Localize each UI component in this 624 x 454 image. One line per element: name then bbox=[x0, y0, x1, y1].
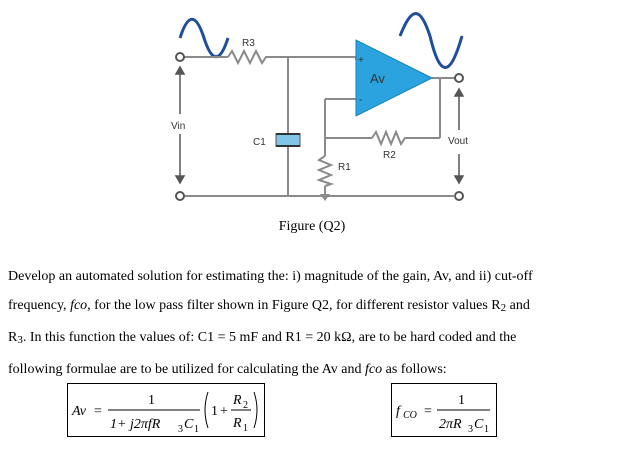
av-numerator: 1 bbox=[148, 393, 155, 408]
para-line-2-c: for the low pass filter shown in Figure … bbox=[90, 298, 501, 313]
input-terminal-bottom bbox=[175, 191, 185, 201]
fco-lhs: f bbox=[396, 404, 402, 419]
wires bbox=[183, 56, 457, 197]
para-line-2-fco: fco, bbox=[70, 298, 91, 313]
av-r2: R bbox=[232, 393, 242, 408]
av-one: 1 bbox=[211, 404, 218, 419]
fco-denominator: 2πR bbox=[439, 417, 462, 432]
para-line-2-sub: 2 bbox=[500, 302, 507, 314]
output-terminal-bottom bbox=[454, 191, 464, 201]
fco-numerator: 1 bbox=[458, 393, 465, 408]
av-denominator: 1+ j2πfR bbox=[110, 417, 161, 432]
av-formula-box: Av = 1 1+ j2πfR 3 C 1 1 + R 2 R 1 bbox=[67, 383, 265, 437]
opamp-label: Av bbox=[370, 71, 385, 86]
para-line-2-e: and bbox=[506, 298, 530, 313]
fco-formula-box: f CO = 1 2πR 3 C 1 bbox=[391, 383, 497, 437]
av-lhs: Av bbox=[71, 404, 87, 419]
av-r1: R bbox=[232, 416, 242, 431]
para-line-3-c: . In this function the values of: C1 = 5… bbox=[22, 330, 517, 345]
av-formula: Av = 1 1+ j2πfR 3 C 1 1 + R 2 R 1 bbox=[71, 391, 258, 435]
para-line-3-sub: 3 bbox=[17, 334, 23, 346]
opamp-plus-label: + bbox=[358, 55, 364, 66]
r2-resistor bbox=[371, 129, 408, 147]
circuit-diagram: R3 C1 R1 R2 Vin Vout Av + - bbox=[171, 12, 468, 201]
vin-label: Vin bbox=[171, 121, 185, 132]
para-line-4: following formulae are to be utilized fo… bbox=[8, 355, 620, 384]
fco-den-sub2: 1 bbox=[484, 424, 489, 435]
av-r1-sub: 1 bbox=[243, 423, 248, 434]
vin-arrow-icon bbox=[174, 65, 186, 185]
para-line-1: Develop an automated solution for estima… bbox=[8, 269, 533, 284]
input-terminal-top bbox=[175, 52, 185, 62]
r3-label: R3 bbox=[242, 38, 255, 49]
vout-label: Vout bbox=[448, 136, 468, 147]
output-terminal-top bbox=[454, 73, 464, 83]
av-r2-sub: 2 bbox=[243, 400, 248, 411]
opamp-triangle bbox=[355, 39, 434, 117]
av-den-sub2: 1 bbox=[194, 424, 199, 435]
figure-caption: Figure (Q2) bbox=[278, 219, 346, 234]
av-eq: = bbox=[94, 404, 102, 419]
para-line-3-a: R bbox=[8, 330, 18, 345]
para-line-4-a: following formulae are to be utilized fo… bbox=[8, 362, 366, 377]
para-line-3: R3. In this function the values of: C1 =… bbox=[8, 323, 620, 355]
r1-label: R1 bbox=[338, 162, 351, 173]
opamp-minus-label: - bbox=[359, 95, 362, 106]
r2-label: R2 bbox=[383, 150, 396, 161]
r3-resistor bbox=[227, 48, 270, 66]
question-paragraph: Develop an automated solution for estima… bbox=[8, 262, 620, 384]
fco-den-sub1: 3 bbox=[468, 424, 473, 435]
fco-den-c: C bbox=[474, 417, 484, 432]
av-den-sub1: 3 bbox=[178, 424, 183, 435]
fco-eq: = bbox=[424, 404, 432, 419]
fco-lhs-sub: CO bbox=[403, 410, 417, 421]
av-den-c: C bbox=[184, 417, 194, 432]
para-line-4-fco: fco bbox=[365, 362, 383, 377]
r1-resistor bbox=[316, 155, 335, 187]
para-line-2: frequency, fco, for the low pass filter … bbox=[8, 291, 620, 323]
para-line-2-a: frequency, bbox=[8, 298, 71, 313]
av-plus: + bbox=[220, 404, 228, 419]
c1-label: C1 bbox=[253, 137, 266, 148]
fco-formula: f CO = 1 2πR 3 C 1 bbox=[396, 393, 490, 435]
para-line-4-c: as follows: bbox=[382, 362, 447, 377]
input-sine-wave bbox=[178, 17, 230, 59]
c1-capacitor bbox=[275, 133, 301, 147]
vout-arrow-icon bbox=[453, 87, 465, 185]
output-sine-wave bbox=[398, 12, 464, 69]
